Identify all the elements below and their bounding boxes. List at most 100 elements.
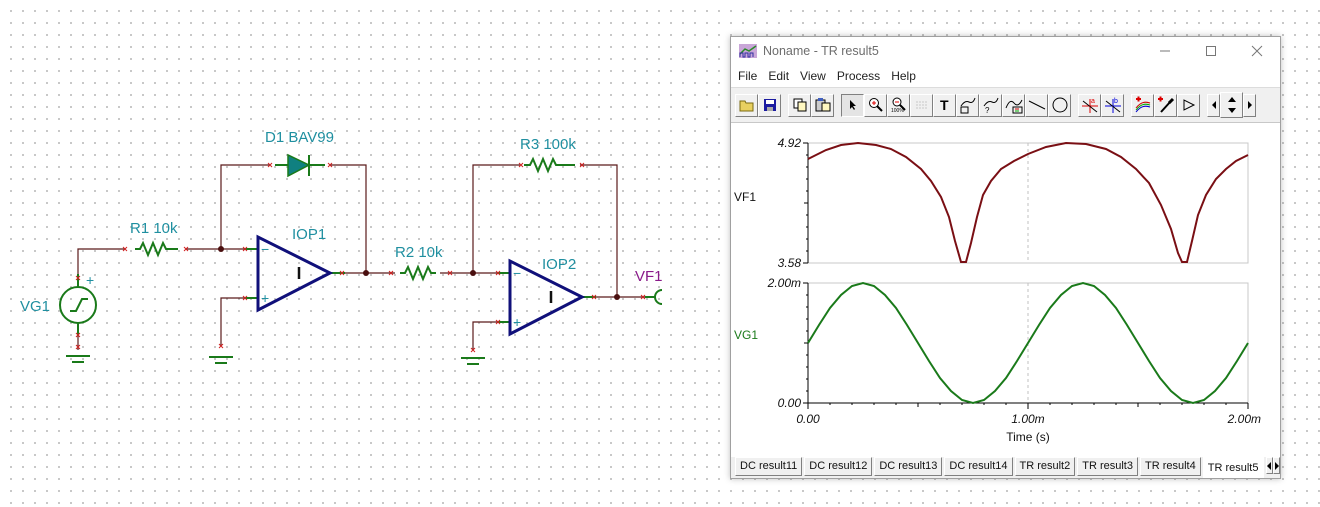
svg-text:−: − (513, 265, 521, 281)
open-folder-icon (739, 100, 753, 112)
menu-file[interactable]: File (738, 69, 758, 83)
vf1-axis-label: VF1 (734, 190, 756, 204)
tabs-scroll-left[interactable] (1265, 457, 1273, 474)
svg-text:+: + (86, 272, 94, 288)
up-down-arrow-icon (1227, 97, 1236, 113)
app-icon (739, 44, 757, 58)
open-button[interactable] (735, 93, 758, 117)
menu-view[interactable]: View (800, 69, 826, 83)
cursor-b-icon: b (1104, 98, 1121, 113)
schematic-drawing: + − + − + (59, 153, 663, 365)
vf1-probe-label: VF1 (635, 268, 663, 285)
tab-tr-result5[interactable]: TR result5 (1202, 457, 1264, 478)
tab-tr-result4[interactable]: TR result4 (1140, 457, 1201, 476)
scroll-left-button[interactable] (1207, 93, 1220, 117)
circle-icon (1052, 97, 1067, 113)
curve-legend-button[interactable] (1002, 93, 1025, 117)
svg-text:100%: 100% (891, 108, 904, 113)
pointer-button[interactable] (841, 93, 864, 117)
r1-label: R1 10k (130, 220, 178, 237)
r2-label: R2 10k (395, 244, 443, 261)
add-curve-icon (1135, 96, 1150, 113)
tab-dc-result12[interactable]: DC result12 (804, 457, 873, 476)
svg-text:+: + (261, 290, 269, 306)
d1-label: D1 BAV99 (265, 129, 334, 146)
svg-text:T: T (940, 98, 949, 112)
save-icon (763, 99, 776, 111)
zoom-100-icon: 100% (891, 97, 906, 113)
text-icon: T (940, 98, 949, 112)
zoom-in-icon (868, 98, 883, 112)
menu-help[interactable]: Help (891, 69, 916, 83)
vg1-ymax-label: 2.00m (767, 276, 801, 290)
svg-text:+: + (513, 314, 521, 330)
grid-button[interactable] (910, 93, 933, 117)
vf1-ymin-label: 3.58 (778, 256, 802, 270)
pointer-icon (849, 100, 856, 110)
label-curve-query-icon: ? (983, 97, 998, 114)
r3-label: R3 100k (520, 136, 576, 153)
vg1-axis-label: VG1 (734, 328, 758, 342)
maximize-button[interactable] (1188, 37, 1234, 65)
scroll-right-button[interactable] (1243, 93, 1256, 117)
left-arrow-icon (1266, 461, 1271, 470)
maximize-icon (1206, 46, 1216, 56)
triangle-icon (1183, 99, 1195, 111)
right-arrow-icon (1247, 101, 1252, 109)
result-tabs: DC result11 DC result12 DC result13 DC r… (731, 457, 1280, 478)
circle-button[interactable] (1048, 93, 1071, 117)
x-tick-1: 1.00m (1011, 412, 1044, 426)
label-curve-button[interactable] (956, 93, 979, 117)
text-button[interactable]: T (933, 93, 956, 117)
copy-button[interactable] (788, 93, 811, 117)
cursor-a-button[interactable]: a (1078, 93, 1101, 117)
zoom-100-button[interactable]: 100% (887, 93, 910, 117)
menu-process[interactable]: Process (836, 69, 881, 83)
toolbar: 100% T ? a b (731, 87, 1280, 123)
vg1-curve (807, 281, 1249, 405)
save-button[interactable] (758, 93, 781, 117)
menu-edit[interactable]: Edit (768, 69, 790, 83)
paste-icon (815, 98, 830, 112)
zoom-in-button[interactable] (864, 93, 887, 117)
window-title: Noname - TR result5 (763, 44, 879, 58)
title-bar[interactable]: Noname - TR result5 (731, 37, 1280, 65)
close-icon (1251, 45, 1263, 57)
scroll-updown-button[interactable] (1220, 92, 1243, 118)
tab-dc-result11[interactable]: DC result11 (735, 457, 803, 476)
line-icon (1028, 100, 1045, 110)
plot-area[interactable]: 4.92 3.58 VF1 2.00m 0.00 (731, 123, 1280, 457)
diagram-window: Noname - TR result5 File Edit View Proce… (730, 36, 1281, 479)
add-probe-button[interactable] (1154, 93, 1177, 117)
triangle-button[interactable] (1177, 93, 1200, 117)
right-arrow-icon (1274, 461, 1279, 470)
vg1-ymin-label: 0.00 (778, 396, 802, 410)
vg1-source (59, 274, 97, 363)
waveform-chart: 4.92 3.58 VF1 2.00m 0.00 (734, 136, 1261, 444)
add-probe-icon (1157, 96, 1174, 113)
tab-dc-result13[interactable]: DC result13 (874, 457, 943, 476)
vf1-curve (807, 141, 1249, 263)
x-axis-label: Time (s) (1006, 430, 1050, 444)
curve-legend-icon (1005, 99, 1022, 114)
add-curve-button[interactable] (1131, 93, 1154, 117)
svg-text:?: ? (985, 106, 990, 114)
label-query-button[interactable]: ? (979, 93, 1002, 117)
minimize-button[interactable] (1142, 37, 1188, 65)
left-arrow-icon (1211, 101, 1216, 109)
label-curve-icon (960, 97, 975, 114)
tab-dc-result14[interactable]: DC result14 (944, 457, 1013, 476)
tab-tr-result2[interactable]: TR result2 (1014, 457, 1076, 476)
svg-text:a: a (1091, 98, 1095, 105)
cursor-b-button[interactable]: b (1101, 93, 1124, 117)
minimize-icon (1160, 50, 1170, 52)
cursor-a-icon: a (1081, 98, 1098, 113)
copy-icon (793, 98, 806, 112)
tabs-scroll-right[interactable] (1272, 457, 1280, 474)
iop1-label: IOP1 (292, 226, 327, 243)
x-tick-0: 0.00 (796, 412, 820, 426)
close-button[interactable] (1234, 37, 1280, 65)
line-button[interactable] (1025, 93, 1048, 117)
tab-tr-result3[interactable]: TR result3 (1077, 457, 1138, 476)
paste-button[interactable] (811, 93, 834, 117)
